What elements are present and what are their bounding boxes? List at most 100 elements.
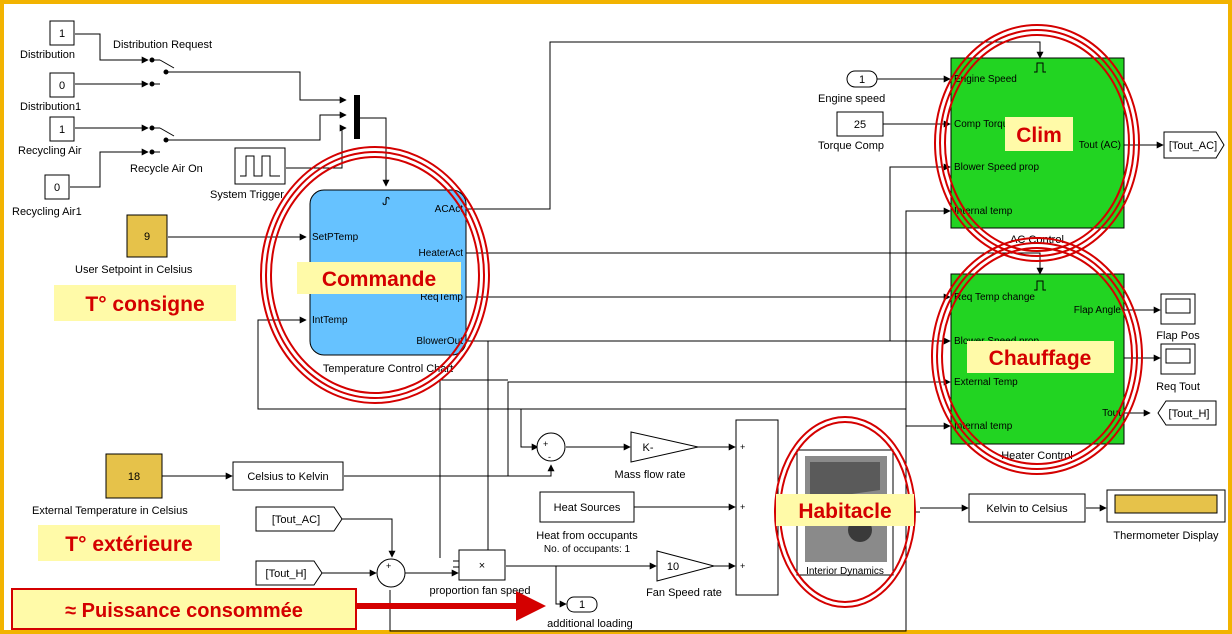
commande-label-bg xyxy=(297,262,461,294)
engine-speed-value: 1 xyxy=(859,74,865,86)
t-exterieure-label: T° extérieure xyxy=(65,533,192,556)
heat-sum-plus-3: + xyxy=(740,561,745,571)
from-tout-ac-label: [Tout_AC] xyxy=(272,514,320,526)
plant-section: Celsius to Kelvin + - K- Mass flow rate … xyxy=(232,419,1226,630)
red-circle-annotations xyxy=(260,24,1143,608)
recycling-air-constant[interactable] xyxy=(49,116,75,142)
setpoint-constant[interactable] xyxy=(126,214,168,258)
goto-tout-h[interactable] xyxy=(1157,400,1217,426)
from-tout-h[interactable] xyxy=(255,560,323,586)
heater-port-external: External Temp xyxy=(954,377,1018,388)
sum-minus-sign: - xyxy=(548,452,551,462)
system-trigger-block[interactable] xyxy=(234,147,286,185)
external-temp-value: 18 xyxy=(128,471,140,483)
t-exterieure-bg xyxy=(38,525,220,561)
system-trigger-label: System Trigger xyxy=(210,189,284,201)
heat-sum-block[interactable] xyxy=(735,419,779,596)
port-blowerout: BlowerOut xyxy=(416,336,463,347)
ac-port-internal-temp: Internal temp xyxy=(954,206,1013,217)
interior-label: Interior Dynamics xyxy=(806,566,884,577)
t-consigne-bg xyxy=(54,285,236,321)
setpoint-label: User Setpoint in Celsius xyxy=(75,264,193,276)
pulse-icon xyxy=(240,155,280,177)
distribution-constant[interactable] xyxy=(49,20,75,46)
fan-speed-gain[interactable] xyxy=(656,550,716,582)
recycle-switch[interactable] xyxy=(149,125,178,155)
kelvin-to-celsius-block[interactable] xyxy=(968,493,1086,523)
req-tout-label: Req Tout xyxy=(1156,381,1200,393)
kelvin-to-celsius-label: Kelvin to Celsius xyxy=(986,503,1068,515)
port-inttemp: IntTemp xyxy=(312,315,348,326)
port-setptemp: SetPTemp xyxy=(312,232,359,243)
habitacle-label-bg xyxy=(776,494,914,526)
ac-port-tout: Tout (AC) xyxy=(1079,140,1121,151)
recycling-air-label: Recycling Air xyxy=(18,145,82,157)
habitacle-label: Habitacle xyxy=(798,500,891,523)
mux-bar[interactable] xyxy=(354,95,360,139)
ac-inputs: 1 Engine speed 25 Torque Comp [Tout_AC] xyxy=(818,70,1225,159)
req-scope-screen xyxy=(1165,348,1191,364)
heat-sources-block[interactable] xyxy=(539,491,635,523)
t-consigne-label: T° consigne xyxy=(85,293,204,316)
port-reqtemp: ReqTemp xyxy=(420,292,463,303)
ac-port-comp-torque: Comp Torque xyxy=(954,119,1014,130)
product-block[interactable] xyxy=(458,549,506,581)
sum-block-mass[interactable] xyxy=(536,432,566,462)
additional-loading-outport[interactable] xyxy=(566,596,598,613)
distribution1-value: 0 xyxy=(59,80,65,92)
heat-sources-label: Heat Sources xyxy=(554,502,621,514)
torque-value: 25 xyxy=(854,119,866,131)
distribution-value: 1 xyxy=(59,28,65,40)
from-tout-ac[interactable] xyxy=(255,506,343,532)
distribution-request-label: Distribution Request xyxy=(113,39,212,51)
chauffage-label-bg xyxy=(967,341,1114,373)
torque-label: Torque Comp xyxy=(818,140,884,152)
heat-from-occupants-label: Heat from occupants xyxy=(536,530,638,542)
thermometer-label: Thermometer Display xyxy=(1113,530,1219,542)
mass-flow-gain[interactable] xyxy=(630,431,699,463)
fan-speed-label: Fan Speed rate xyxy=(646,587,722,599)
external-temp-constant[interactable] xyxy=(105,453,163,499)
power-sum-sign: + xyxy=(386,561,391,571)
chauffage-label: Chauffage xyxy=(989,347,1092,370)
recycling-air1-constant[interactable] xyxy=(44,174,70,200)
heater-port-tout: Tout xyxy=(1102,408,1121,419)
celsius-to-kelvin-block[interactable] xyxy=(232,461,344,491)
port-heateract: HeaterAct xyxy=(419,248,464,259)
heater-port-flap: Flap Angle xyxy=(1074,305,1122,316)
product-symbol: × xyxy=(479,560,485,572)
trigger-icon: ᔑ xyxy=(382,196,390,208)
sum-block-power[interactable] xyxy=(376,558,406,588)
flap-scope-screen xyxy=(1165,298,1191,314)
heater-outputs: Flap Pos Req Tout [Tout_H] xyxy=(1156,293,1217,426)
distribution-label: Distribution xyxy=(20,49,75,61)
fan-gain-value: 10 xyxy=(667,561,679,573)
annotation-labels: Clim Commande Chauffage Habitacle T° con… xyxy=(11,117,1114,630)
manual-switches xyxy=(149,57,178,155)
goto-tout-ac[interactable] xyxy=(1163,131,1225,159)
port-acact: ACAct xyxy=(435,204,464,215)
torque-constant[interactable] xyxy=(836,111,884,137)
ac-port-engine-speed: Engine Speed xyxy=(954,74,1017,85)
celsius-to-kelvin-label: Celsius to Kelvin xyxy=(247,471,328,483)
ac-control-block[interactable]: Engine Speed Comp Torque Blower Speed pr… xyxy=(950,57,1125,246)
heat-sum-plus-2: + xyxy=(740,502,745,512)
engine-speed-label: Engine speed xyxy=(818,93,885,105)
heat-sum-plus-1: + xyxy=(740,442,745,452)
distribution1-constant[interactable] xyxy=(49,72,75,98)
car-interior-detail xyxy=(810,462,880,500)
puissance-label: ≈ Puissance consommée xyxy=(65,600,303,622)
chauffage-circle xyxy=(931,237,1143,475)
commande-circle xyxy=(260,146,490,404)
goto-tout-h-label: [Tout_H] xyxy=(1169,408,1210,420)
recycling-air-value: 1 xyxy=(59,124,65,136)
recycling-air1-value: 0 xyxy=(54,182,60,194)
engine-speed-inport[interactable] xyxy=(846,70,878,88)
proportion-label: proportion fan speed xyxy=(430,585,531,597)
recycle-air-on-label: Recycle Air On xyxy=(130,163,203,175)
distribution-switch[interactable] xyxy=(149,57,178,87)
heater-port-internal: Internal temp xyxy=(954,421,1013,432)
